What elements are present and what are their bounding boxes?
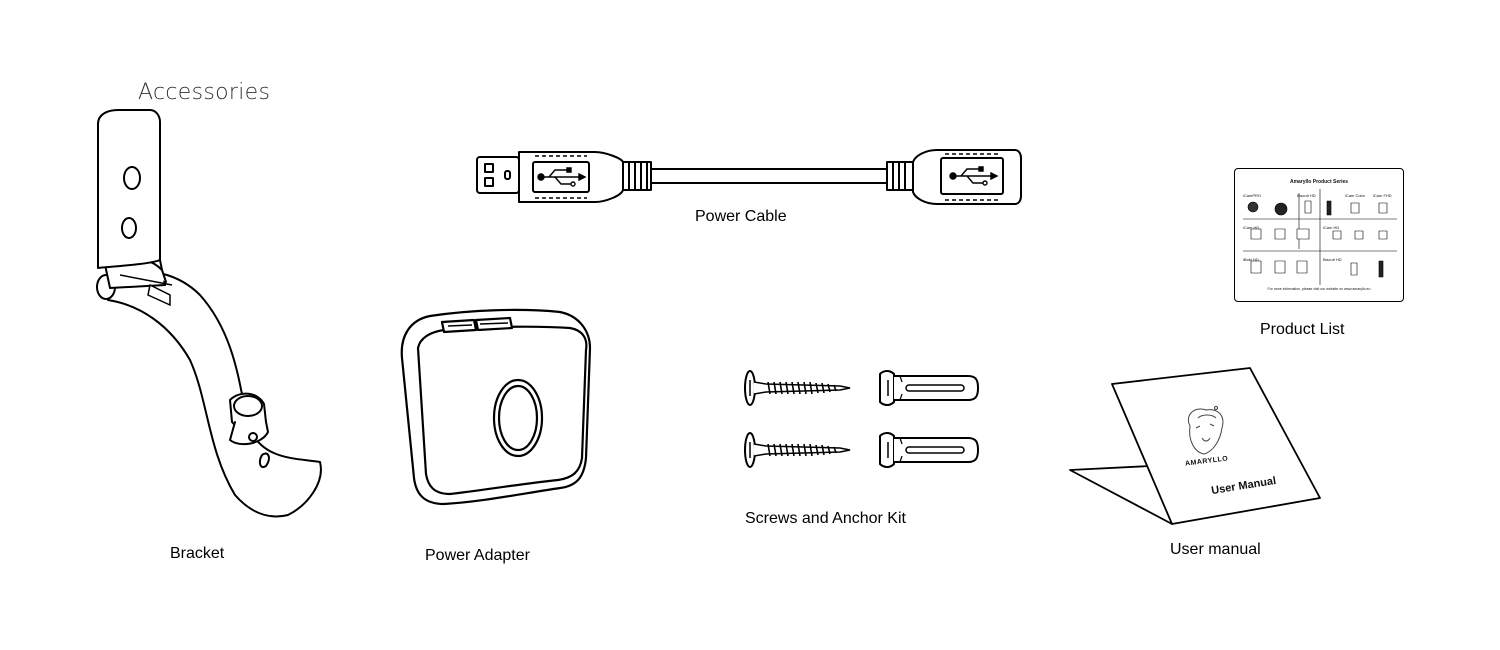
screw-2 [744,432,851,468]
product-list-sheet-title: Amaryllo Product Series [1289,179,1349,185]
screws-kit-label: Screws and Anchor Kit [745,510,906,527]
product-list-section-3: iCam FHD [1373,193,1392,198]
usb-icon [538,168,585,186]
product-list-section-1: Biscuit HD [1297,193,1316,198]
anchor-2 [879,432,979,468]
power-adapter-illustration [400,308,595,508]
product-list-label: Product List [1260,321,1345,338]
screw-1 [744,370,851,406]
product-list-section-2: iCam Color [1345,193,1366,198]
product-list-section-6: iBabi HD [1243,257,1259,262]
bracket-label: Bracket [170,545,225,562]
product-list-sheet: Amaryllo Product Series iCamPRO B [1234,168,1404,302]
power-cable-illustration [475,148,1025,208]
product-list-footer: For more information, please visit our w… [1267,287,1371,291]
product-list-thumbnails [1241,189,1399,289]
product-list-section-0: iCamPRO [1243,193,1262,198]
anchor-1 [879,370,979,406]
power-cable-label: Power Cable [695,208,787,225]
usb-icon-right [950,167,997,185]
product-list-section-7: Biscuit HD [1323,257,1342,262]
product-list-section-4: iCam HD [1243,225,1260,230]
product-list-section-5: iCam HD [1323,225,1340,230]
page-title: Accessories [138,80,271,105]
user-manual-label: User manual [1170,541,1261,558]
user-manual-illustration [1066,366,1326,528]
power-adapter-label: Power Adapter [425,547,530,564]
screws-anchor-illustration [744,370,979,468]
lion-logo-icon [1188,407,1223,455]
bracket-illustration [90,110,340,530]
